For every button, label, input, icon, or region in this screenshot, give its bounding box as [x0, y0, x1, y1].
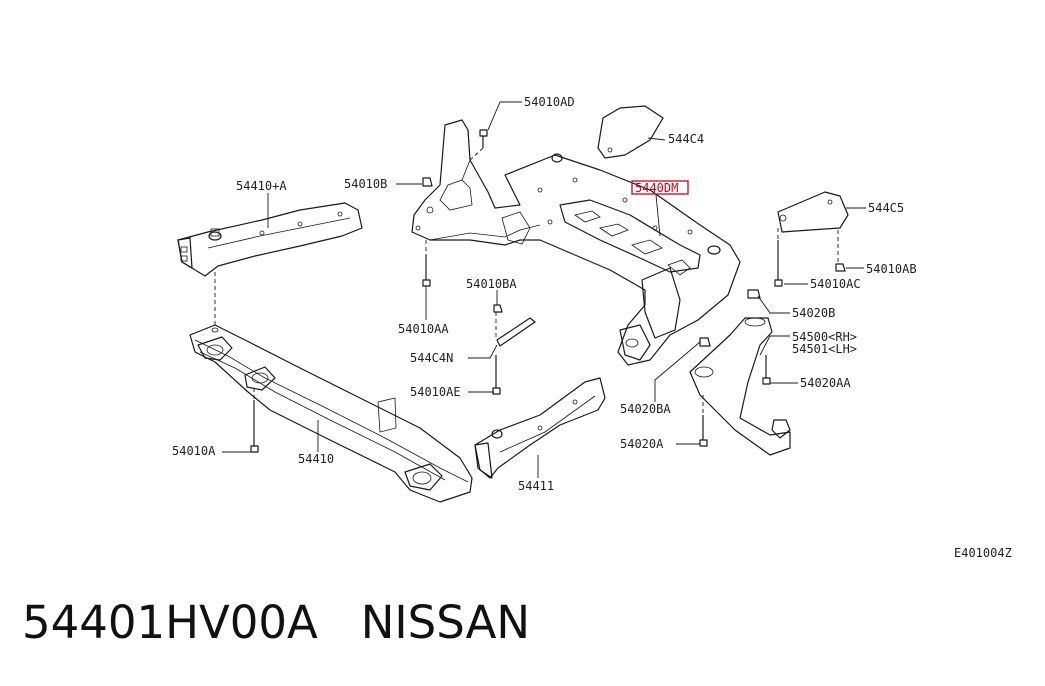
- label-54501lh[interactable]: 54501<LH>: [792, 342, 857, 356]
- label-54010a[interactable]: 54010A: [172, 444, 216, 458]
- figure-code: E401004Z: [954, 546, 1012, 560]
- leader-lines: [222, 101, 866, 478]
- label-54010ac[interactable]: 54010AC: [810, 277, 861, 291]
- label-54020ba[interactable]: 54020BA: [620, 402, 671, 416]
- label-544c4n[interactable]: 544C4N: [410, 351, 453, 365]
- label-54010aa[interactable]: 54010AA: [398, 322, 449, 336]
- label-54500rh[interactable]: 54500<RH>: [792, 330, 857, 344]
- left-member-drawing: [177, 202, 363, 277]
- label-544c4[interactable]: 544C4: [668, 132, 704, 146]
- bracket-544c4-drawing: [597, 105, 664, 159]
- highlight-box: [631, 180, 689, 195]
- label-54020a[interactable]: 54020A: [620, 437, 664, 451]
- label-54010ae[interactable]: 54010AE: [410, 385, 461, 399]
- bracket-544c5-drawing: [777, 191, 849, 233]
- front-crossmember-drawing: [189, 324, 473, 503]
- lower-arm-drawing: [689, 317, 791, 456]
- label-54410pa[interactable]: 54410+A: [236, 179, 287, 193]
- label-54010b[interactable]: 54010B: [344, 177, 387, 191]
- label-54010ba[interactable]: 54010BA: [466, 277, 517, 291]
- label-54020aa[interactable]: 54020AA: [800, 376, 851, 390]
- label-54410[interactable]: 54410: [298, 452, 334, 466]
- label-54020b[interactable]: 54020B: [792, 306, 835, 320]
- part-caption: 54401HV00A NISSAN: [22, 596, 531, 649]
- label-54411[interactable]: 54411: [518, 479, 554, 493]
- label-544c5[interactable]: 544C5: [868, 201, 904, 215]
- label-54010ab[interactable]: 54010AB: [866, 262, 917, 276]
- right-member-drawing: [474, 377, 606, 479]
- part-labels: 54010AD 544C4 54410+A 54010B 5440DM 544C…: [172, 95, 1012, 560]
- assembly-lines: [214, 147, 839, 415]
- bolts-drawing: [250, 129, 846, 453]
- main-subframe-drawing: [411, 119, 741, 366]
- label-5440dm-highlighted[interactable]: 5440DM: [635, 181, 678, 195]
- label-54010ad[interactable]: 54010AD: [524, 95, 575, 109]
